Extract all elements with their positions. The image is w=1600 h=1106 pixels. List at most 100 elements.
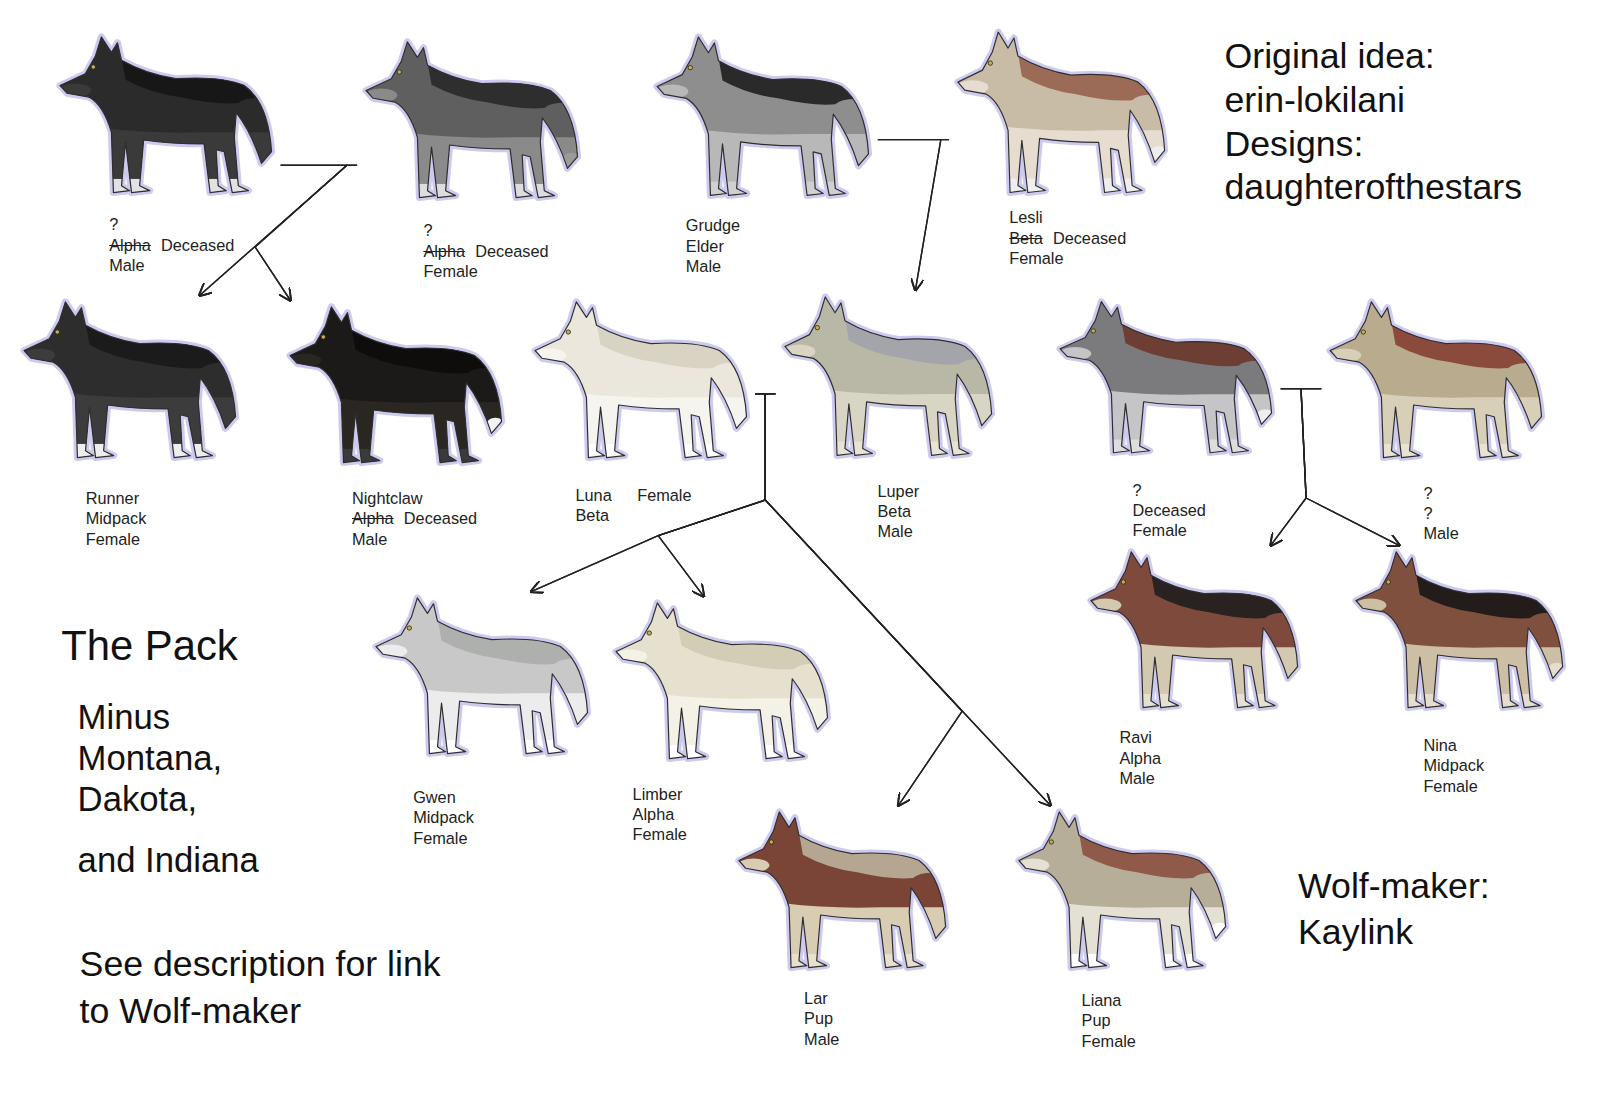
wolf-illustration: [526, 296, 756, 464]
wolf-card: LianaPupFemale: [1010, 806, 1235, 1055]
label-line: AlphaDeceased: [352, 508, 477, 528]
wolf-label-text: Alpha: [423, 242, 465, 260]
wolf-markings: [530, 300, 752, 464]
label-line: Limber: [633, 784, 687, 804]
note-text-wrap: See description for link: [80, 944, 441, 985]
wolf-markings: [611, 601, 833, 765]
wolf-markings: [1086, 550, 1303, 714]
wolf-eye: [55, 330, 59, 334]
label-line: Nightclaw: [352, 488, 477, 508]
label-line: ?: [109, 214, 234, 234]
wolf-glow: [366, 42, 577, 198]
wolf-label: NightclawAlphaDeceasedMale: [352, 488, 477, 549]
wolf-glow: [24, 302, 235, 458]
note-text: Original idea:: [1225, 36, 1435, 76]
wolf-outline: [738, 812, 945, 968]
label-line: Elder: [686, 236, 740, 256]
wolf-label-text: Pup: [1082, 1011, 1111, 1029]
wolf-eye: [321, 335, 325, 339]
wolf-outline: [657, 37, 868, 196]
note-text: daughterofthestars: [1225, 167, 1523, 207]
descent-arrow: [255, 165, 357, 301]
label-line: Female: [1082, 1031, 1136, 1051]
label-line: AlphaDeceased: [109, 235, 234, 255]
wolf-label-text: Deceased: [1133, 501, 1206, 519]
label-line: Midpack: [1423, 755, 1484, 775]
wolf-label-text: Beta: [576, 506, 610, 524]
note-text-wrap: Original idea:: [1225, 36, 1435, 77]
label-line: LunaFemale: [576, 485, 692, 505]
label-line: Female: [423, 261, 548, 281]
wolf-label: LarPupMale: [804, 988, 839, 1049]
note-text: Minus: [78, 698, 171, 736]
note-text-wrap: erin-lokilani: [1225, 80, 1406, 121]
wolf-body: [1356, 552, 1563, 708]
wolf-card: ?AlphaDeceasedMale: [51, 31, 281, 280]
wolf-illustration: [367, 592, 597, 760]
wolf-label-text: Female: [423, 262, 477, 280]
wolf-markings: [652, 35, 874, 202]
note-text-wrap: Kaylink: [1298, 912, 1413, 953]
wolf-outline: [24, 302, 235, 458]
wolf-card: LesliBetaDeceasedFemale: [949, 26, 1174, 273]
label-line: Female: [633, 824, 687, 844]
wolf-glow: [535, 302, 746, 458]
wolf-illustration: [1321, 296, 1551, 464]
wolf-card: LarPupMale: [730, 806, 955, 1053]
wolf-label-text: Alpha: [633, 805, 675, 823]
wolf-outline: [60, 36, 271, 192]
wolf-outline: [958, 32, 1165, 192]
descent-arrow: [915, 140, 949, 291]
wolf-body: [657, 37, 868, 196]
wolf-markings: [55, 34, 277, 198]
wolf-label: RunnerMidpackFemale: [86, 488, 147, 549]
wolf-glow: [290, 307, 501, 463]
wolf-glow: [1019, 812, 1226, 968]
wolf-markings: [1351, 550, 1568, 714]
descent-arrow: [878, 140, 941, 291]
descent-arrow: [765, 394, 1051, 806]
wolf-label-text: Ravi: [1119, 728, 1152, 746]
label-line: Lar: [804, 988, 839, 1008]
wolf-label-text: Nina: [1423, 736, 1457, 754]
label-line: Lesli: [1009, 207, 1126, 227]
wolf-illustration: [648, 31, 878, 202]
wolf-markings: [953, 30, 1170, 199]
wolf-label-text: Male: [352, 530, 387, 548]
note-text-wrap: Dakota,: [78, 780, 198, 820]
wolf-markings: [1055, 300, 1277, 460]
label-line: Beta: [878, 501, 920, 521]
wolf-label-text: Nightclaw: [352, 489, 423, 507]
label-line: BetaDeceased: [1009, 228, 1126, 248]
note-text: to Wolf-maker: [80, 991, 301, 1031]
wolf-label-text: ?: [1133, 481, 1142, 499]
label-line: Male: [352, 529, 477, 549]
wolf-body: [1330, 302, 1541, 458]
wolf-label-text: Male: [1119, 769, 1154, 787]
note-text: Wolf-maker:: [1298, 866, 1490, 906]
wolf-label-text: Male: [1423, 524, 1458, 542]
label-line: Male: [109, 255, 234, 275]
wolf-eye: [769, 840, 773, 844]
wolf-label-text: Midpack: [1423, 756, 1484, 774]
wolf-label-text: Luper: [878, 482, 920, 500]
wolf-illustration: [15, 296, 245, 464]
wolf-markings: [371, 596, 593, 760]
wolf-body: [1060, 302, 1271, 453]
wolf-glow: [1060, 302, 1271, 453]
wolf-outline: [290, 307, 501, 463]
note-text: See description for link: [80, 944, 441, 984]
wolf-glow: [60, 36, 271, 192]
label-line: Alpha: [1119, 748, 1161, 768]
wolf-label-text: Female: [1133, 521, 1187, 539]
wolf-illustration: [1347, 546, 1572, 714]
wolf-label-text: Elder: [686, 237, 724, 255]
wolf-body: [376, 598, 587, 754]
wolf-label-text: Deceased: [161, 236, 234, 254]
wolf-illustration: [730, 806, 955, 974]
wolf-markings: [19, 300, 241, 464]
label-line: AlphaDeceased: [423, 241, 548, 261]
label-line: Midpack: [86, 508, 147, 528]
label-line: Female: [1009, 248, 1126, 268]
label-line: Female: [1133, 520, 1206, 540]
